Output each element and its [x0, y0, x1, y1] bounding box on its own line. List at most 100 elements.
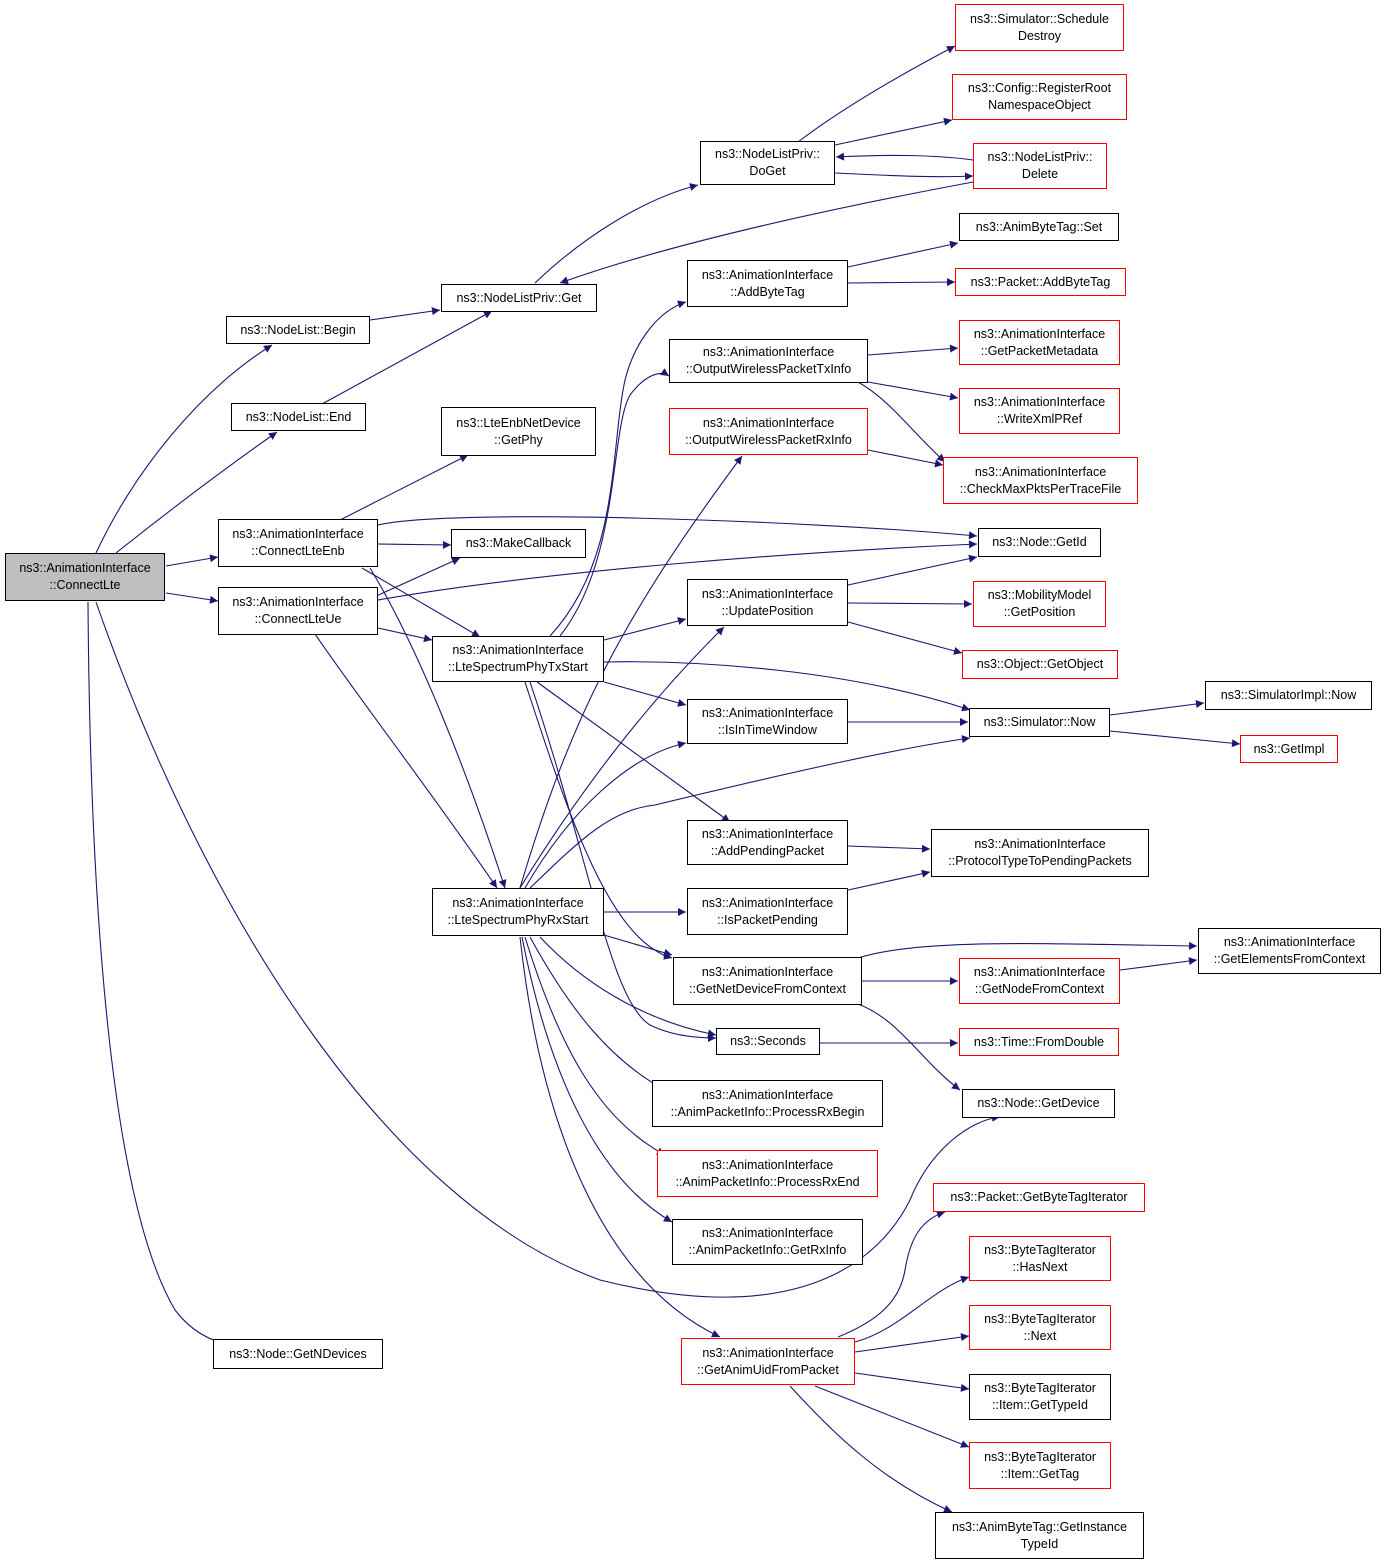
edge-txstart-getnetdevice [524, 681, 673, 960]
node-node-getndevices[interactable]: ns3::Node::GetNDevices [213, 1339, 383, 1369]
node-ispacketpending[interactable]: ns3::AnimationInterface ::IsPacketPendin… [687, 888, 848, 935]
node-simulatorimpl-now[interactable]: ns3::SimulatorImpl::Now [1205, 681, 1372, 710]
edge-doget-delete [834, 172, 974, 181]
node-getimpl[interactable]: ns3::GetImpl [1240, 735, 1338, 763]
edge-rxstart-isintimewindow [524, 740, 687, 889]
node-bytetagiterator-item-gettypeid[interactable]: ns3::ByteTagIterator ::Item::GetTypeId [969, 1374, 1111, 1420]
edge-txstart-simulator-now [603, 661, 971, 712]
edge-addbytetag-set [847, 240, 959, 268]
edge-connectlte-nodelist-end [115, 431, 278, 554]
node-simulator-now[interactable]: ns3::Simulator::Now [969, 708, 1110, 737]
edge-doget-scheduledestroy [797, 45, 956, 143]
node-nodelistpriv-doget[interactable]: ns3::NodeListPriv:: DoGet [700, 141, 835, 185]
edge-connectlteue-makecallback [371, 557, 461, 599]
edge-rxstart-updateposition [519, 626, 725, 889]
edge-getnodefromcontext-getelements [1119, 957, 1198, 971]
edge-updateposition-getid [847, 554, 978, 586]
edge-getanimuid-gettypeid [854, 1372, 970, 1392]
node-simulator-scheduledestroy[interactable]: ns3::Simulator::Schedule Destroy [955, 4, 1124, 51]
node-isintimewindow[interactable]: ns3::AnimationInterface ::IsInTimeWindow [687, 699, 848, 744]
node-nodelistpriv-get[interactable]: ns3::NodeListPriv::Get [441, 284, 597, 312]
edge-simulator-now-simulatorimpl-now [1109, 700, 1205, 716]
node-getpacketmetadata[interactable]: ns3::AnimationInterface ::GetPacketMetad… [959, 320, 1120, 365]
edge-connectlteenb-txstart [361, 567, 481, 638]
node-processrxend[interactable]: ns3::AnimationInterface ::AnimPacketInfo… [657, 1150, 878, 1197]
node-object-getobject[interactable]: ns3::Object::GetObject [962, 650, 1118, 679]
edge-rxstart-getrxinfo [521, 936, 673, 1223]
node-nodelist-begin[interactable]: ns3::NodeList::Begin [226, 316, 370, 344]
node-writexmlpref[interactable]: ns3::AnimationInterface ::WriteXmlPRef [959, 388, 1120, 434]
node-ltespectrumphyrxstart[interactable]: ns3::AnimationInterface ::LteSpectrumPhy… [432, 888, 604, 936]
node-node-getid[interactable]: ns3::Node::GetId [978, 528, 1101, 557]
edge-connectlteue-getid [377, 540, 978, 601]
node-getnetdevicefromcontext[interactable]: ns3::AnimationInterface ::GetNetDeviceFr… [673, 957, 862, 1005]
node-getrxinfo[interactable]: ns3::AnimationInterface ::AnimPacketInfo… [672, 1219, 863, 1265]
edge-connectlteue-rxstart [314, 633, 498, 889]
edge-txstart-updateposition [603, 617, 687, 641]
edge-rxstart-seconds [539, 936, 717, 1038]
node-outputwirelesspacketrxinfo[interactable]: ns3::AnimationInterface ::OutputWireless… [669, 408, 868, 455]
edge-rxstart-outputrx [519, 455, 743, 889]
node-checkmaxpktspertracefile[interactable]: ns3::AnimationInterface ::CheckMaxPktsPe… [943, 457, 1138, 504]
edge-connectlteenb-getid [377, 516, 978, 540]
node-updateposition[interactable]: ns3::AnimationInterface ::UpdatePosition [687, 579, 848, 626]
node-time-fromdouble[interactable]: ns3::Time::FromDouble [959, 1028, 1119, 1056]
edge-rxstart-processrxbegin [529, 936, 666, 1091]
edge-outputtx-checkmaxpkts [857, 381, 946, 463]
edge-delete-nodelistpriv-get [559, 181, 974, 285]
node-config-registerroot[interactable]: ns3::Config::RegisterRoot NamespaceObjec… [952, 74, 1127, 120]
edge-getanimuid-hasnext [854, 1275, 970, 1343]
node-ltespectrumphytxstart[interactable]: ns3::AnimationInterface ::LteSpectrumPhy… [432, 636, 604, 682]
edge-connectlte-connectlteue [165, 592, 219, 604]
edge-connectlteenb-makecallback [377, 540, 452, 549]
edge-updateposition-getposition [847, 599, 973, 608]
node-getanimuidfrompacket[interactable]: ns3::AnimationInterface ::GetAnimUidFrom… [681, 1338, 855, 1385]
edge-getnetdevice-getelements [857, 941, 1198, 959]
node-nodelist-end[interactable]: ns3::NodeList::End [231, 403, 366, 431]
node-addpendingpacket[interactable]: ns3::AnimationInterface ::AddPendingPack… [687, 820, 848, 865]
edge-connectlte-node-getndevices [87, 601, 236, 1349]
node-bytetagiterator-next[interactable]: ns3::ByteTagIterator ::Next [969, 1305, 1111, 1350]
node-processrxbegin[interactable]: ns3::AnimationInterface ::AnimPacketInfo… [652, 1080, 883, 1127]
node-getnodefromcontext[interactable]: ns3::AnimationInterface ::GetNodeFromCon… [959, 958, 1120, 1004]
edge-getnetdevice-getdevice [857, 1003, 961, 1091]
edge-outputrx-checkmaxpkts [867, 449, 944, 468]
node-makecallback[interactable]: ns3::MakeCallback [451, 529, 586, 558]
edge-outputtx-getpacketmetadata [867, 344, 959, 356]
edge-connectlte-nodelist-begin [95, 344, 273, 554]
node-connectlteue[interactable]: ns3::AnimationInterface ::ConnectLteUe [218, 587, 378, 635]
node-mobilitymodel-getposition[interactable]: ns3::MobilityModel ::GetPosition [973, 581, 1106, 627]
edge-rxstart-getanimuid [519, 936, 721, 1338]
node-connectlte: ns3::AnimationInterface ::ConnectLte [5, 553, 165, 601]
node-getelementsfromcontext[interactable]: ns3::AnimationInterface ::GetElementsFro… [1198, 928, 1381, 974]
edge-connectlteenb-rxstart [369, 567, 507, 889]
edge-doget-registerroot [834, 117, 953, 146]
edge-getanimuid-getinstancetypeid [789, 1385, 953, 1513]
node-node-getdevice[interactable]: ns3::Node::GetDevice [962, 1089, 1115, 1118]
edge-simulator-now-getimpl [1109, 730, 1241, 748]
edge-connectlteenb-getphy [339, 454, 469, 521]
node-animbytetag-getinstancetypeid[interactable]: ns3::AnimByteTag::GetInstance TypeId [935, 1512, 1144, 1559]
node-packet-addbytetag[interactable]: ns3::Packet::AddByteTag [955, 268, 1126, 296]
edge-connectlte-connectlteenb [165, 554, 219, 567]
edge-connectlteue-txstart [377, 627, 433, 643]
edge-nodelist-end-nodelistpriv-get [321, 310, 493, 405]
node-protocoltypetopendingpackets[interactable]: ns3::AnimationInterface ::ProtocolTypeTo… [931, 829, 1149, 877]
node-seconds[interactable]: ns3::Seconds [716, 1028, 820, 1055]
node-outputwirelesspackettxinfo[interactable]: ns3::AnimationInterface ::OutputWireless… [669, 339, 868, 383]
edge-getanimuid-next [854, 1333, 970, 1353]
node-animbytetag-set[interactable]: ns3::AnimByteTag::Set [959, 213, 1119, 241]
edge-nodelistpriv-get-doget [534, 183, 699, 284]
node-connectlteenb[interactable]: ns3::AnimationInterface ::ConnectLteEnb [218, 519, 378, 567]
node-addbytetag[interactable]: ns3::AnimationInterface ::AddByteTag [687, 260, 848, 307]
edge-txstart-addbytetag [549, 300, 687, 637]
edge-connectlte-node-getdevice [95, 601, 1001, 1298]
node-lteenbnetdevice-getphy[interactable]: ns3::LteEnbNetDevice ::GetPhy [441, 407, 596, 456]
node-nodelistpriv-delete[interactable]: ns3::NodeListPriv:: Delete [973, 143, 1107, 189]
node-bytetagiterator-hasnext[interactable]: ns3::ByteTagIterator ::HasNext [969, 1236, 1111, 1281]
node-packet-getbytetagiterator[interactable]: ns3::Packet::GetByteTagIterator [933, 1183, 1145, 1212]
edge-addpending-protocoltype [847, 844, 931, 853]
node-bytetagiterator-item-gettag[interactable]: ns3::ByteTagIterator ::Item::GetTag [969, 1442, 1111, 1489]
edge-getanimuid-gettag [814, 1385, 970, 1448]
